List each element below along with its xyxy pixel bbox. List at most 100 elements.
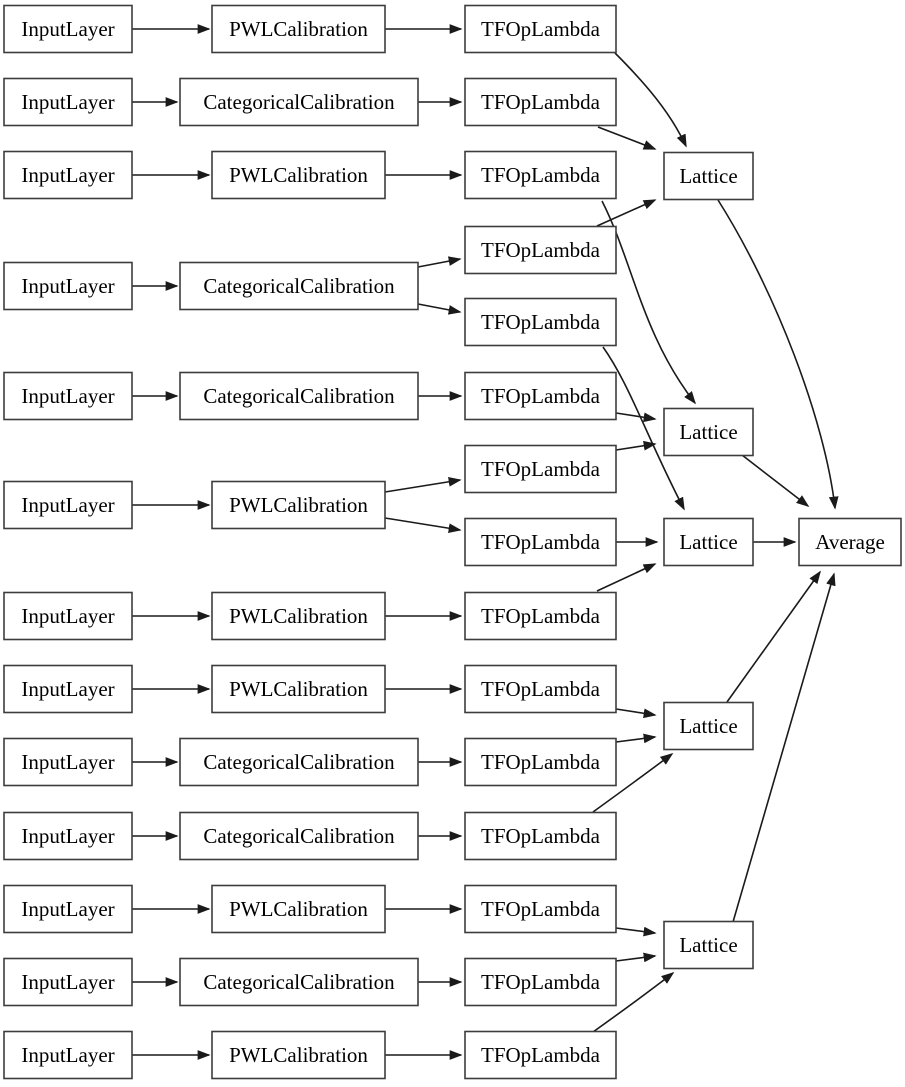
- edge-tfop-12-to-lattice-5: [615, 952, 657, 963]
- node-label-input-6: InputLayer: [21, 493, 114, 517]
- node-tfop-9: TFOpLambda: [464, 737, 617, 787]
- node-box-tfop-1: [464, 4, 617, 54]
- node-input-5: InputLayer: [3, 371, 133, 421]
- node-label-input-12: InputLayer: [21, 970, 114, 994]
- node-box-input-2: [3, 77, 133, 127]
- node-input-8: InputLayer: [3, 664, 133, 714]
- node-lattice-5: Lattice: [663, 920, 754, 970]
- node-box-input-10: [3, 811, 133, 861]
- node-label-tfop-5: TFOpLambda: [481, 384, 601, 408]
- node-tfop-5: TFOpLambda: [464, 371, 617, 421]
- node-tfop-4b: TFOpLambda: [464, 297, 617, 347]
- node-label-tfop-7: TFOpLambda: [481, 604, 601, 628]
- node-box-calib-11: [211, 884, 386, 934]
- edge-lattice-4-to-average: [726, 570, 821, 703]
- edge-tfop-11-to-lattice-5: [615, 926, 657, 937]
- edge-calib-6-to-tfop-6b: [384, 517, 462, 534]
- node-label-input-10: InputLayer: [21, 824, 114, 848]
- node-label-tfop-4a: TFOpLambda: [481, 238, 601, 262]
- node-input-3: InputLayer: [3, 150, 133, 200]
- edge-tfop-9-to-lattice-4: [615, 733, 657, 744]
- node-box-tfop-13: [464, 1030, 617, 1080]
- node-box-tfop-5: [464, 371, 617, 421]
- node-label-lattice-2: Lattice: [679, 420, 737, 444]
- node-box-input-3: [3, 150, 133, 200]
- node-box-calib-7: [211, 591, 386, 641]
- node-label-tfop-13: TFOpLambda: [481, 1043, 601, 1067]
- node-label-input-8: InputLayer: [21, 677, 114, 701]
- node-lattice-1: Lattice: [663, 151, 754, 201]
- node-box-input-9: [3, 737, 133, 787]
- node-box-calib-8: [211, 664, 386, 714]
- node-label-average: Average: [815, 530, 885, 554]
- node-label-input-13: InputLayer: [21, 1043, 114, 1067]
- node-lattice-3: Lattice: [663, 517, 754, 567]
- node-tfop-7: TFOpLambda: [464, 591, 617, 641]
- node-box-input-11: [3, 884, 133, 934]
- node-label-input-4: InputLayer: [21, 274, 114, 298]
- node-label-calib-2: CategoricalCalibration: [203, 90, 395, 114]
- node-box-calib-13: [211, 1030, 386, 1080]
- node-box-input-4: [3, 261, 133, 311]
- edge-lattice-1-to-average: [717, 199, 839, 510]
- node-box-lattice-1: [663, 151, 754, 201]
- node-lattice-2: Lattice: [663, 407, 754, 457]
- node-calib-4: CategoricalCalibration: [179, 261, 419, 311]
- node-input-11: InputLayer: [3, 884, 133, 934]
- node-calib-11: PWLCalibration: [211, 884, 386, 934]
- node-box-calib-5: [179, 371, 419, 421]
- node-box-calib-9: [179, 737, 419, 787]
- node-tfop-10: TFOpLambda: [464, 811, 617, 861]
- node-calib-9: CategoricalCalibration: [179, 737, 419, 787]
- node-tfop-6b: TFOpLambda: [464, 517, 617, 567]
- node-box-input-7: [3, 591, 133, 641]
- node-box-calib-6: [211, 480, 386, 530]
- node-label-tfop-10: TFOpLambda: [481, 824, 601, 848]
- node-label-tfop-1: TFOpLambda: [481, 17, 601, 41]
- node-box-tfop-12: [464, 957, 617, 1007]
- node-input-9: InputLayer: [3, 737, 133, 787]
- node-tfop-6a: TFOpLambda: [464, 444, 617, 494]
- node-box-calib-3: [211, 150, 386, 200]
- node-label-calib-9: CategoricalCalibration: [203, 750, 395, 774]
- node-tfop-1: TFOpLambda: [464, 4, 617, 54]
- node-label-calib-4: CategoricalCalibration: [203, 274, 395, 298]
- node-input-6: InputLayer: [3, 480, 133, 530]
- node-label-calib-8: PWLCalibration: [229, 677, 368, 701]
- node-box-lattice-3: [663, 517, 754, 567]
- node-label-input-9: InputLayer: [21, 750, 114, 774]
- edge-lattice-2-to-average: [741, 454, 810, 507]
- node-calib-5: CategoricalCalibration: [179, 371, 419, 421]
- node-box-calib-2: [179, 77, 419, 127]
- node-box-tfop-4b: [464, 297, 617, 347]
- node-box-input-6: [3, 480, 133, 530]
- edge-tfop-6a-to-lattice-2: [615, 440, 657, 451]
- edge-tfop-13-to-lattice-5: [592, 972, 675, 1033]
- node-label-input-1: InputLayer: [21, 17, 114, 41]
- node-box-tfop-6b: [464, 517, 617, 567]
- node-label-calib-3: PWLCalibration: [229, 163, 368, 187]
- node-label-input-7: InputLayer: [21, 604, 114, 628]
- node-tfop-11: TFOpLambda: [464, 884, 617, 934]
- node-input-4: InputLayer: [3, 261, 133, 311]
- edge-tfop-2-to-lattice-1: [597, 126, 657, 150]
- edge-tfop-7-to-lattice-3: [596, 563, 657, 592]
- node-average: Average: [798, 517, 902, 567]
- node-box-tfop-4a: [464, 225, 617, 275]
- node-tfop-2: TFOpLambda: [464, 77, 617, 127]
- node-input-2: InputLayer: [3, 77, 133, 127]
- edge-tfop-10-to-lattice-4: [592, 753, 674, 813]
- node-label-input-11: InputLayer: [21, 897, 114, 921]
- node-box-lattice-2: [663, 407, 754, 457]
- node-label-calib-13: PWLCalibration: [229, 1043, 368, 1067]
- node-lattice-4: Lattice: [663, 701, 754, 751]
- node-box-lattice-4: [663, 701, 754, 751]
- node-input-12: InputLayer: [3, 957, 133, 1007]
- node-label-tfop-8: TFOpLambda: [481, 677, 601, 701]
- edge-tfop-3-to-lattice-2: [601, 200, 696, 405]
- node-tfop-4a: TFOpLambda: [464, 225, 617, 275]
- node-label-tfop-2: TFOpLambda: [481, 90, 601, 114]
- node-calib-12: CategoricalCalibration: [179, 957, 419, 1007]
- node-box-input-5: [3, 371, 133, 421]
